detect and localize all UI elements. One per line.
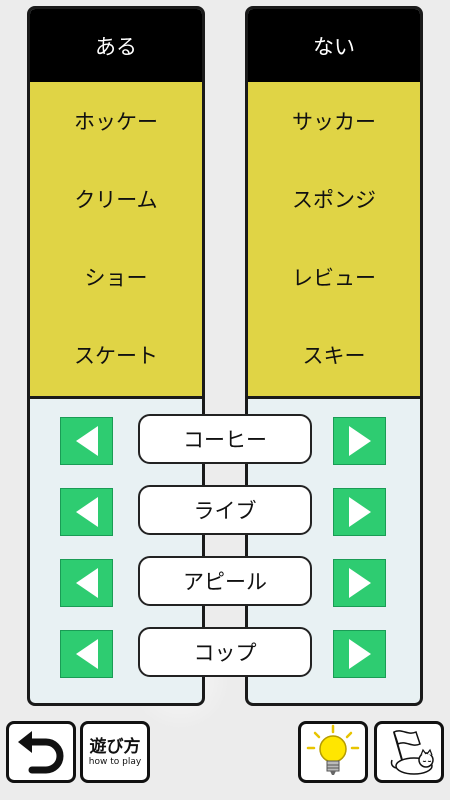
arrow-right-icon	[348, 639, 371, 669]
how-to-play-button[interactable]: 遊び方 how to play	[80, 721, 150, 783]
column-aru-header: ある	[30, 9, 202, 82]
list-item: スポンジ	[292, 188, 376, 212]
arrow-right-icon	[348, 497, 371, 527]
candidate-row: コーヒー	[0, 414, 450, 468]
arrow-left-icon	[75, 497, 98, 527]
arrow-left-icon	[75, 639, 98, 669]
how-to-play-label: 遊び方	[89, 736, 141, 757]
candidate-row: コップ	[0, 627, 450, 681]
move-left-button[interactable]	[60, 559, 113, 607]
lightbulb-icon	[306, 724, 360, 775]
move-right-button[interactable]	[333, 488, 386, 536]
arrow-right-icon	[348, 568, 371, 598]
undo-button[interactable]	[6, 721, 76, 783]
list-item: スキー	[302, 344, 366, 368]
column-aru-list: ホッケー クリーム ショー スケート	[30, 82, 202, 399]
move-left-button[interactable]	[60, 488, 113, 536]
list-item: レビュー	[292, 266, 376, 290]
candidate-word-button[interactable]: コーヒー	[138, 414, 312, 464]
move-right-button[interactable]	[333, 417, 386, 465]
candidate-word-button[interactable]: コップ	[138, 627, 312, 677]
hint-button[interactable]	[298, 721, 368, 783]
move-left-button[interactable]	[60, 630, 113, 678]
candidate-row: ライブ	[0, 485, 450, 539]
list-item: ショー	[84, 266, 148, 290]
list-item: スケート	[74, 344, 158, 368]
how-to-play-sublabel: how to play	[88, 756, 142, 767]
move-right-button[interactable]	[333, 630, 386, 678]
sleeping-cat-white-flag-icon	[390, 730, 434, 775]
list-item: サッカー	[292, 110, 376, 134]
candidate-word-button[interactable]: ライブ	[138, 485, 312, 535]
arrow-left-icon	[75, 426, 98, 456]
undo-arrow-icon	[18, 731, 64, 774]
give-up-button[interactable]	[374, 721, 444, 783]
column-aru: ある ホッケー クリーム ショー スケート	[27, 6, 205, 706]
candidate-row: アピール	[0, 556, 450, 610]
column-nai-header: ない	[248, 9, 420, 82]
move-left-button[interactable]	[60, 417, 113, 465]
candidate-word-button[interactable]: アピール	[138, 556, 312, 606]
move-right-button[interactable]	[333, 559, 386, 607]
arrow-right-icon	[348, 426, 371, 456]
list-item: クリーム	[74, 188, 158, 212]
list-item: ホッケー	[74, 110, 158, 134]
arrow-left-icon	[75, 568, 98, 598]
column-nai-list: サッカー スポンジ レビュー スキー	[248, 82, 420, 399]
